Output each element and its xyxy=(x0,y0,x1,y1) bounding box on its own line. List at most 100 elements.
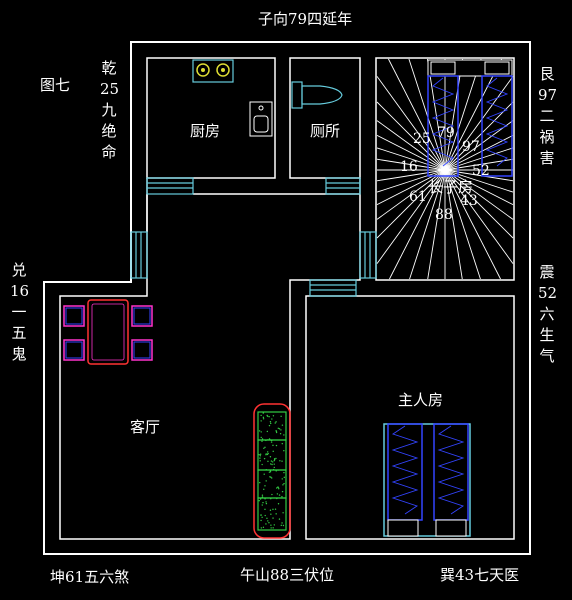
sofa-texture-dot xyxy=(269,469,272,472)
sofa-texture-dot xyxy=(271,493,273,496)
sofa-texture-dot xyxy=(281,490,284,493)
sofa-texture-dot xyxy=(272,415,275,417)
sofa-texture-dot xyxy=(279,432,282,435)
sofa-texture-dot xyxy=(263,457,266,460)
sofa-texture-dot xyxy=(261,504,263,506)
sofa-texture-dot xyxy=(272,461,274,463)
radiating-line xyxy=(444,120,514,171)
sofa-texture-dot xyxy=(261,496,264,498)
center-number-61: 61 xyxy=(409,189,427,205)
left-top-direction-label: 乾25九绝命 xyxy=(100,59,120,161)
sofa-texture-dot xyxy=(273,459,276,462)
sofa-texture-dot xyxy=(266,430,269,433)
sofa-texture-dot xyxy=(275,421,277,423)
stove-icon xyxy=(192,59,234,83)
sofa-texture-dot xyxy=(260,519,262,522)
sofa-texture-dot xyxy=(265,480,267,482)
sofa-texture-dot xyxy=(275,431,278,434)
sofa-texture-dot xyxy=(275,430,277,432)
sofa-texture-dot xyxy=(266,451,269,453)
sofa-texture-dot xyxy=(267,520,269,522)
radiating-line xyxy=(376,169,446,193)
sofa-texture-dot xyxy=(265,439,267,442)
sofa-texture-dot xyxy=(272,508,274,511)
sofa-texture-dot xyxy=(271,463,273,466)
sofa-texture-dot xyxy=(281,478,283,480)
sofa-texture-dot xyxy=(260,431,262,433)
center-number-97: 97 xyxy=(462,139,480,155)
sofa-texture-dot xyxy=(275,470,277,472)
sofa-texture-dot xyxy=(270,460,273,462)
sofa-texture-dot xyxy=(281,496,283,498)
sofa-texture-dot xyxy=(282,484,284,486)
sofa-texture-dot xyxy=(270,524,272,526)
sofa-texture-dot xyxy=(264,446,266,449)
sofa-texture-dot xyxy=(274,508,277,510)
sofa-texture-dot xyxy=(283,434,285,436)
sofa-texture-dot xyxy=(269,456,272,458)
sofa-texture-dot xyxy=(260,527,263,529)
radiating-line xyxy=(376,101,446,171)
sofa-texture-dot xyxy=(272,444,274,447)
sofa-texture-dot xyxy=(282,512,284,514)
sofa-texture-dot xyxy=(276,493,279,495)
sofa-texture-dot xyxy=(259,455,262,457)
bed-icon xyxy=(427,59,513,177)
sofa-texture-dot xyxy=(277,503,280,505)
radiating-line xyxy=(444,158,514,171)
sofa-texture-dot xyxy=(273,466,275,469)
sofa-texture-dot xyxy=(283,482,285,485)
radiating-line xyxy=(376,147,446,171)
sofa-texture-dot xyxy=(258,454,260,456)
sofa-texture-dot xyxy=(264,508,266,511)
sofa-texture-dot xyxy=(260,414,262,417)
sofa-texture-dot xyxy=(260,420,262,422)
sofa-texture-dot xyxy=(273,458,276,460)
sofa-texture-dot xyxy=(283,449,285,452)
sofa-texture-dot xyxy=(276,497,278,500)
radiating-line xyxy=(444,169,463,280)
sofa-texture-dot xyxy=(261,494,264,496)
kids-room-outline xyxy=(375,57,515,281)
sofa-texture-dot xyxy=(272,527,274,529)
radiating-line xyxy=(444,169,514,264)
center-number-79: 79 xyxy=(437,125,455,141)
radiating-line xyxy=(376,134,446,171)
bottom-left-direction-label: 坤61五六煞 xyxy=(50,568,130,586)
sofa-texture-dot xyxy=(266,517,268,519)
sofa-texture-dot xyxy=(271,477,273,479)
sofa-texture-dot xyxy=(259,457,261,459)
sofa-texture-dot xyxy=(270,439,272,442)
sink-icon xyxy=(249,101,273,137)
sofa-texture-dot xyxy=(281,424,284,426)
sofa-texture-dot xyxy=(259,498,262,500)
sofa-texture-dot xyxy=(265,502,268,505)
sofa-texture-dot xyxy=(262,412,264,414)
radiating-lines xyxy=(376,58,514,280)
sofa-texture-dot xyxy=(270,422,272,425)
right-direction-label: 震52六生气 xyxy=(538,263,558,365)
sofa-texture-dot xyxy=(268,416,270,418)
sofa-texture-dot xyxy=(263,488,265,490)
bed-icon xyxy=(383,423,471,537)
sofa-texture-dot xyxy=(261,440,263,443)
radiating-line xyxy=(444,169,481,280)
radiating-line xyxy=(408,58,446,171)
sofa-texture-dot xyxy=(269,471,272,473)
sofa-texture-dot xyxy=(277,469,279,471)
sofa-texture-dot xyxy=(268,522,270,524)
radiating-line xyxy=(389,169,446,280)
living-room-label: 客厅 xyxy=(130,418,161,436)
master-room-outline xyxy=(305,295,515,540)
radiating-line xyxy=(444,101,514,171)
radiating-line xyxy=(427,169,446,280)
radiating-line xyxy=(376,169,446,264)
sofa-texture-dot xyxy=(283,476,285,479)
living-room-outline xyxy=(59,178,361,540)
sofa-texture-dot xyxy=(270,513,272,515)
sofa-texture-dot xyxy=(260,514,262,516)
sofa-texture-dot xyxy=(262,416,265,419)
sofa-icon xyxy=(253,403,291,539)
toilet-label: 厕所 xyxy=(310,122,341,140)
